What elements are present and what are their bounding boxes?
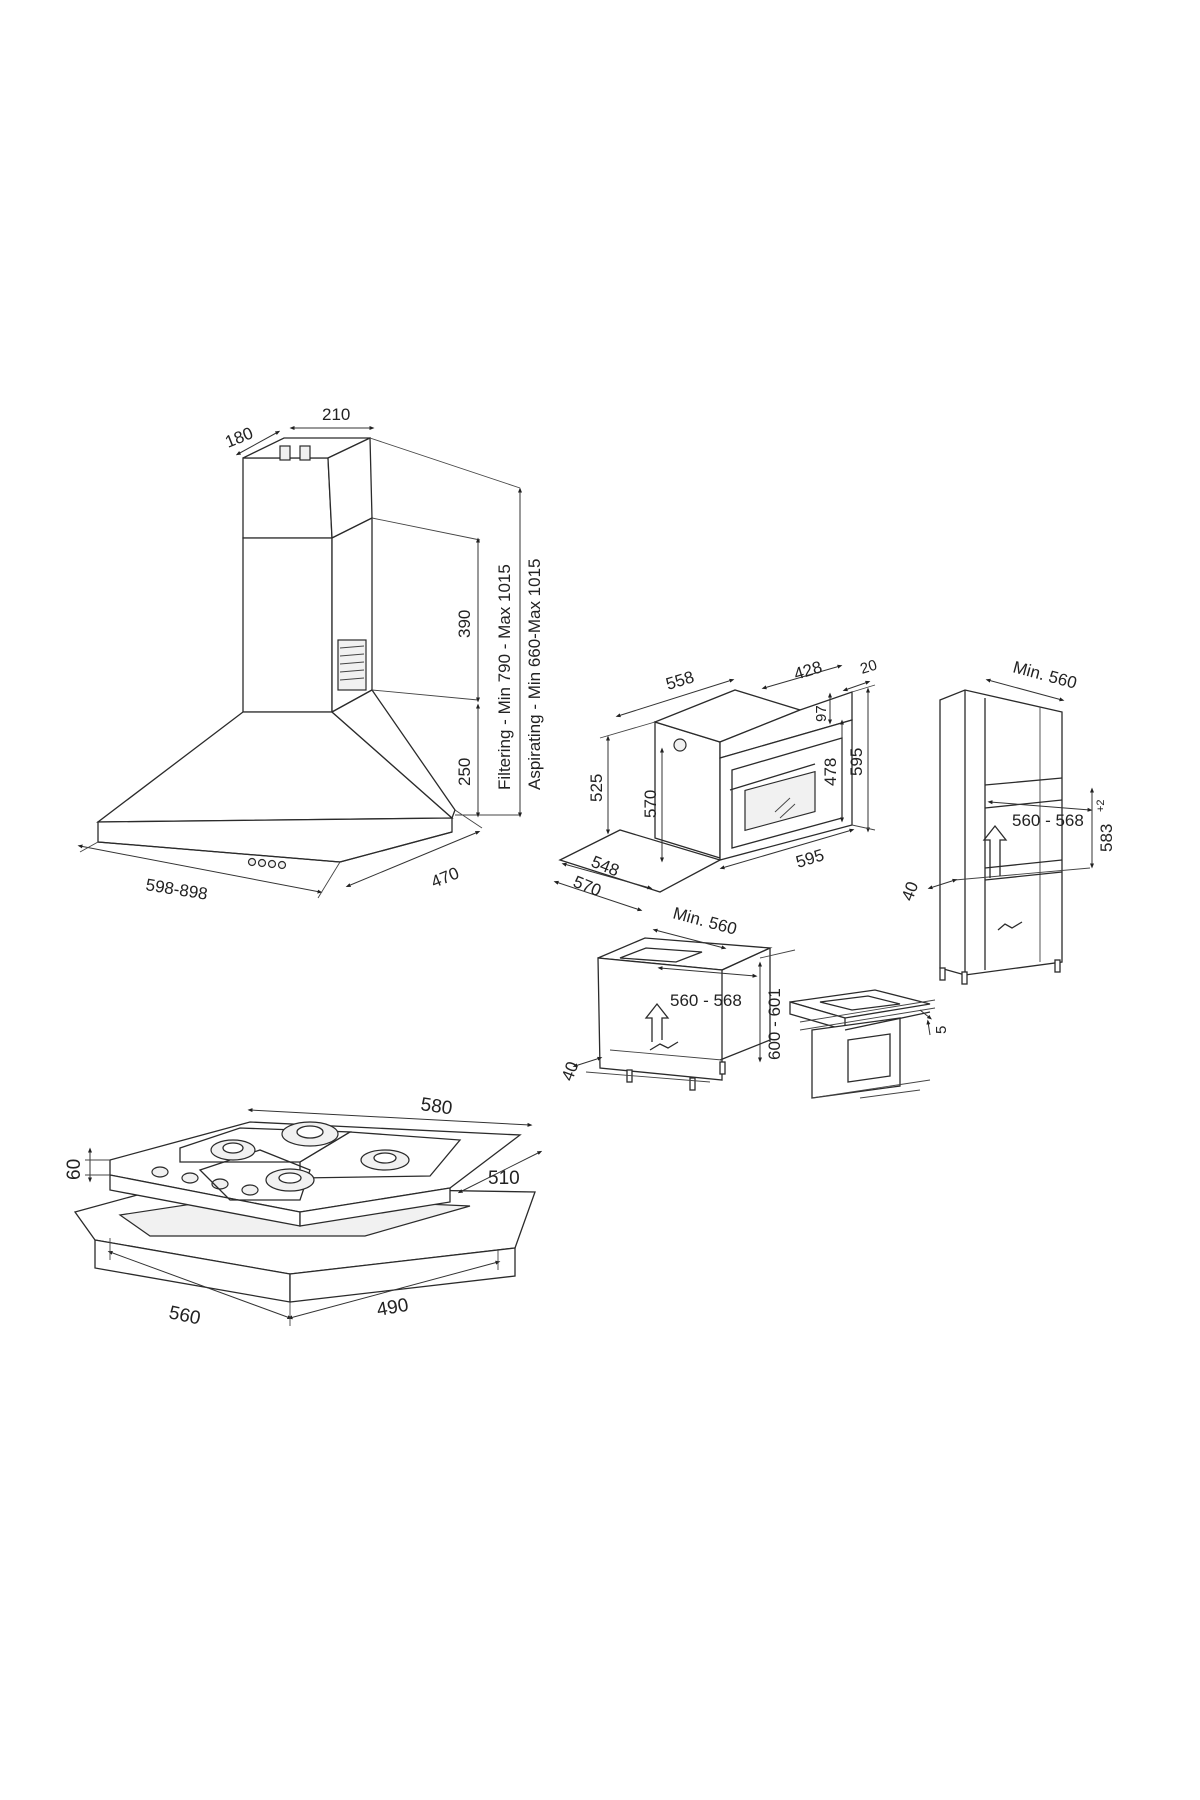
hob-dimensions (85, 1108, 543, 1326)
column-min-width-label: Min. 560 (1011, 658, 1079, 693)
column-niche-width-label: 560 - 568 (1012, 811, 1084, 830)
lower-height-label: 250 (455, 758, 474, 786)
undercounter-dimensions (572, 928, 762, 1068)
hood-dimensions (77, 426, 522, 899)
upper-height-label: 390 (455, 610, 474, 638)
hob-width-label: 580 (419, 1094, 453, 1119)
cutout-width-label: 560 (167, 1302, 202, 1329)
column-niche-height-label: 583 (1097, 824, 1116, 852)
oven-dimensions (553, 664, 876, 912)
flush-detail-drawing (789, 989, 936, 1099)
cutout-depth-label: 490 (375, 1295, 410, 1321)
oven-panel-height-label: 97 (813, 705, 830, 722)
hood-width-label: 598-898 (144, 875, 209, 904)
undercounter-min-width-label: Min. 560 (671, 904, 739, 939)
column-dimensions (927, 678, 1094, 890)
gas-hob-drawing (73, 1121, 536, 1303)
hob-depth-label: 510 (488, 1168, 520, 1189)
hood-depth-label: 470 (428, 863, 461, 891)
column-niche-height-tolerance: +2 (1095, 799, 1107, 812)
flush-gap-label: 5 (933, 1026, 950, 1034)
oven-drawing (558, 689, 853, 893)
aspirating-label: Aspirating - Min 660-Max 1015 (525, 558, 544, 790)
undercounter-cabinet-drawing (585, 937, 796, 1091)
oven-front-width-label: 595 (794, 845, 827, 871)
oven-top-width-label: 558 (664, 667, 697, 693)
filtering-label: Filtering - Min 790 - Max 1015 (495, 564, 514, 790)
oven-front-offset-label: 20 (858, 657, 879, 678)
hob-height-label: 60 (64, 1159, 85, 1180)
column-cabinet-drawing (939, 689, 1091, 985)
flush-dimensions (919, 1009, 932, 1036)
undercounter-clearance-label: 40 (558, 1059, 582, 1083)
oven-total-height-label: 595 (847, 748, 866, 776)
oven-door-height-label: 478 (821, 758, 840, 786)
column-clearance-label: 40 (898, 879, 922, 903)
cooker-hood-drawing (96, 436, 456, 870)
chimney-width-label: 210 (322, 405, 350, 424)
oven-cavity-height-label: 570 (641, 790, 660, 818)
undercounter-niche-width-label: 560 - 568 (670, 991, 742, 1010)
undercounter-niche-height-label: 600 - 601 (765, 988, 784, 1060)
oven-inner-depth-label: 428 (792, 657, 825, 683)
oven-side-height-label: 525 (587, 774, 606, 802)
